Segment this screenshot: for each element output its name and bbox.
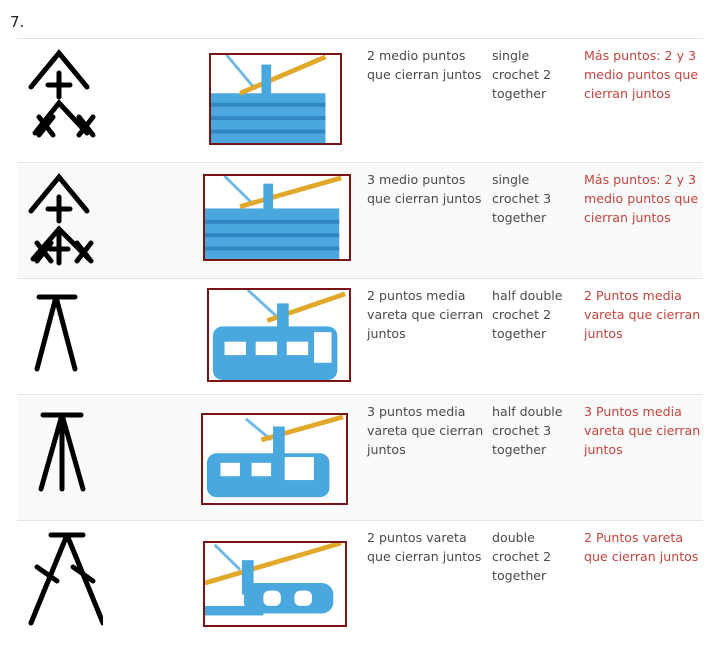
spanish-name: 3 puntos media vareta que cierran juntos	[367, 404, 484, 457]
spanish-name: 3 medio puntos que cierran juntos	[367, 172, 482, 206]
sc3tog-symbol-icon	[28, 173, 94, 266]
spanish-name: 2 medio puntos que cierran juntos	[367, 48, 482, 82]
tutorial-link[interactable]: 2 Puntos vareta que cierran juntos	[584, 530, 699, 564]
english-name: half double crochet 3 together	[492, 404, 563, 457]
stitch-table: 2 medio puntos que cierran juntos single…	[17, 38, 703, 646]
tutorial-link[interactable]: Más puntos: 2 y 3 medio puntos que cierr…	[584, 48, 699, 101]
dc2tog-symbol-icon	[28, 532, 103, 626]
tutorial-link[interactable]: 3 Puntos media vareta que cierran juntos	[584, 404, 701, 457]
table-row: 2 medio puntos que cierran juntos single…	[17, 38, 703, 162]
table-row: 3 puntos media vareta que cierran juntos…	[17, 394, 703, 520]
hdc2tog-symbol-icon	[34, 294, 78, 372]
tutorial-link[interactable]: Más puntos: 2 y 3 medio puntos que cierr…	[584, 172, 699, 225]
hdc3tog-symbol-icon	[38, 412, 86, 492]
english-name: half double crochet 2 together	[492, 288, 563, 341]
spanish-name: 2 puntos vareta que cierran juntos	[367, 530, 482, 564]
stitch-photo	[203, 174, 351, 261]
sc2tog-symbol-icon	[28, 49, 96, 138]
english-name: single crochet 2 together	[492, 48, 552, 101]
spanish-name: 2 puntos media vareta que cierran juntos	[367, 288, 484, 341]
stitch-photo	[201, 413, 348, 505]
stitch-photo	[207, 288, 351, 382]
stitch-photo	[203, 541, 347, 627]
tutorial-link[interactable]: 2 Puntos media vareta que cierran juntos	[584, 288, 701, 341]
section-number: 7.	[10, 13, 25, 31]
english-name: single crochet 3 together	[492, 172, 552, 225]
stitch-photo	[209, 53, 342, 145]
english-name: double crochet 2 together	[492, 530, 552, 583]
table-row: 2 puntos media vareta que cierran juntos…	[17, 278, 703, 394]
table-row: 3 medio puntos que cierran juntos single…	[17, 162, 703, 278]
table-row: 2 puntos vareta que cierran juntos doubl…	[17, 520, 703, 646]
